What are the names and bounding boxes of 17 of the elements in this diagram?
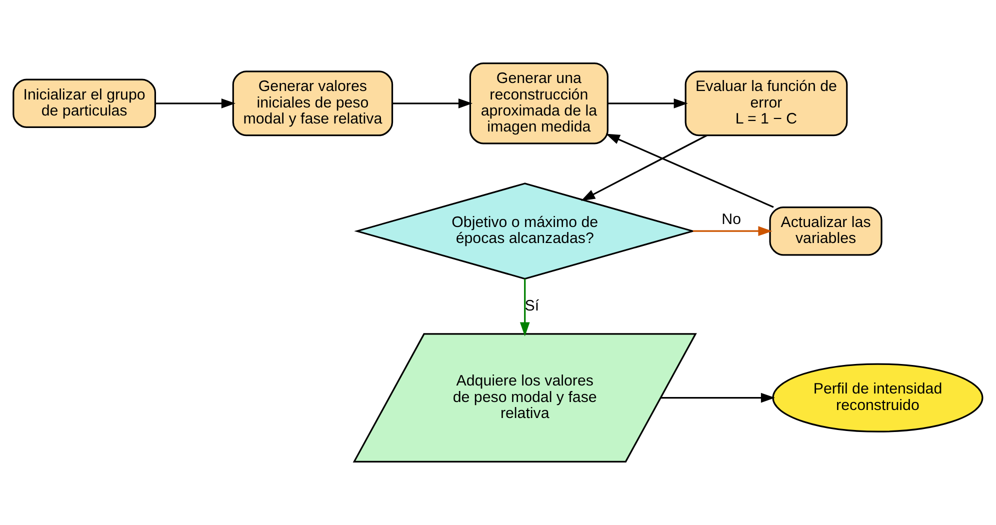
arrow — [608, 98, 688, 108]
edge-label: No — [722, 210, 742, 228]
node-box: Evaluar la función de error L = 1 − C — [684, 70, 848, 136]
arrow — [155, 98, 236, 108]
arrow — [580, 134, 708, 201]
node-box: Generar valores iniciales de peso modal y fase relativa — [232, 70, 394, 136]
node-ellipse: Perfil de intensidad reconstruido — [772, 363, 984, 432]
arrow — [606, 134, 774, 208]
node-box: Actualizar las variables — [769, 206, 882, 256]
node-box: Generar una reconstrucción aproximada de la imagen medida — [469, 62, 608, 144]
node-box: Inicializar el grupo de particulas — [12, 78, 156, 128]
node-diamond: Objetivo o máximo de épocas alcanzadas? — [354, 182, 696, 280]
arrow — [692, 226, 772, 236]
arrow — [392, 98, 473, 108]
arrow — [660, 392, 776, 403]
edge-label: Sí — [524, 297, 540, 314]
arrow — [520, 278, 530, 336]
